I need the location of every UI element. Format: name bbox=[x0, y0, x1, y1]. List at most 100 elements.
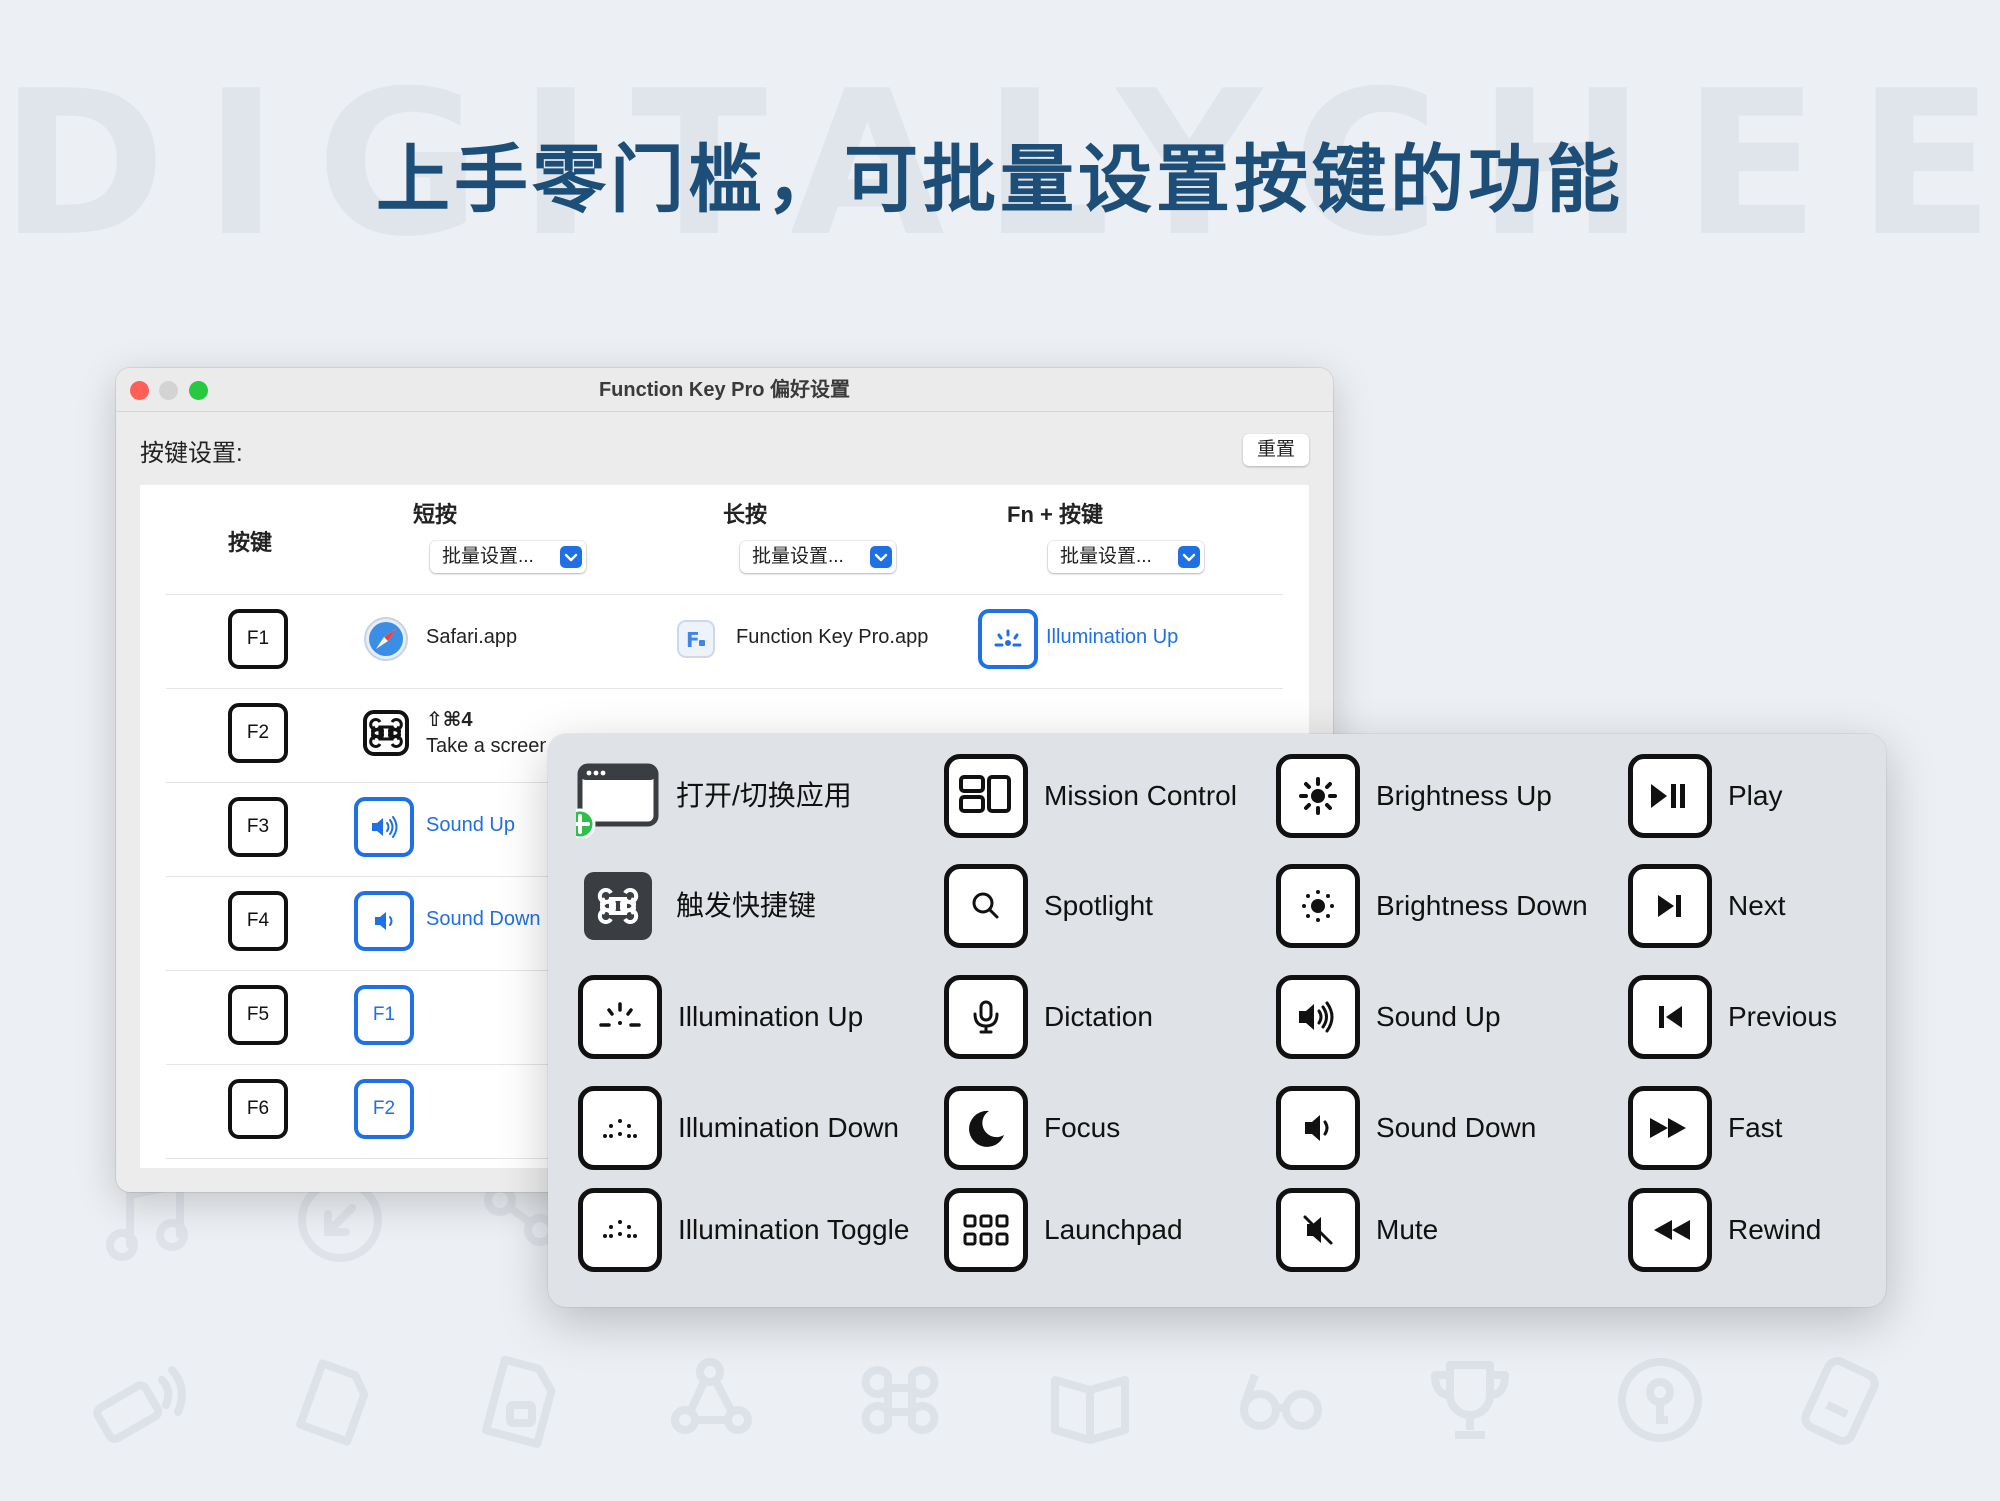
section-label: 按键设置: bbox=[140, 440, 243, 467]
short-press-value[interactable]: Sound Up bbox=[426, 814, 515, 836]
batch-select-long[interactable]: 批量设置... bbox=[740, 541, 896, 573]
action-previous[interactable]: Previous bbox=[1628, 975, 1868, 1059]
zoom-button[interactable] bbox=[189, 381, 208, 400]
action-label: Mission Control bbox=[1044, 780, 1237, 811]
action-label: Illumination Toggle bbox=[678, 1214, 910, 1245]
drive-icon bbox=[1790, 1350, 1890, 1450]
action-label: 打开/切换应用 bbox=[676, 780, 852, 811]
rewind-icon bbox=[1628, 1188, 1712, 1272]
function-key-pro-app-icon: F bbox=[672, 615, 720, 663]
chevron-down-icon bbox=[560, 546, 582, 568]
background-decoration-top bbox=[90, 1170, 590, 1262]
column-header-short: 短按 bbox=[412, 502, 457, 527]
action-label: Sound Up bbox=[1376, 1001, 1501, 1032]
short-press-key-value[interactable]: F2 bbox=[354, 1079, 414, 1139]
brand-watermark: DIGITALYCHEE bbox=[0, 55, 2000, 275]
sound-down-icon bbox=[1276, 1086, 1360, 1170]
brightness-down-icon bbox=[1276, 864, 1360, 948]
action-label: Spotlight bbox=[1044, 890, 1153, 921]
minimize-button[interactable] bbox=[159, 381, 178, 400]
row-divider bbox=[166, 688, 1283, 689]
action-sound-down[interactable]: Sound Down bbox=[1276, 1086, 1576, 1170]
svg-text:F: F bbox=[686, 628, 700, 652]
key-f4[interactable]: F4 bbox=[228, 891, 288, 951]
action-brightness-up[interactable]: Brightness Up bbox=[1276, 754, 1596, 838]
action-fast[interactable]: Fast bbox=[1628, 1086, 1848, 1170]
lock-document-icon bbox=[470, 1350, 570, 1450]
illumination-up-icon bbox=[578, 975, 662, 1059]
action-trigger-shortcut[interactable]: 触发快捷键 bbox=[576, 864, 906, 948]
key-f3[interactable]: F3 bbox=[228, 797, 288, 857]
command-icon bbox=[584, 872, 652, 940]
column-header-key: 按键 bbox=[227, 530, 272, 555]
action-label: Previous bbox=[1728, 1001, 1837, 1032]
action-label: Brightness Down bbox=[1376, 890, 1588, 921]
action-label: Fast bbox=[1728, 1112, 1783, 1143]
play-pause-icon bbox=[1628, 754, 1712, 838]
key-f1[interactable]: F1 bbox=[228, 609, 288, 669]
action-next[interactable]: Next bbox=[1628, 864, 1848, 948]
action-mission-control[interactable]: Mission Control bbox=[944, 754, 1244, 838]
sound-up-icon bbox=[1276, 975, 1360, 1059]
fn-value[interactable]: Illumination Up bbox=[1046, 626, 1179, 648]
short-press-value[interactable]: Sound Down bbox=[426, 908, 541, 930]
next-icon bbox=[1628, 864, 1712, 948]
action-spotlight[interactable]: Spotlight bbox=[944, 864, 1244, 948]
page-headline: 上手零门槛，可批量设置按键的功能 bbox=[376, 137, 1624, 223]
batch-select-label: 批量设置... bbox=[752, 546, 844, 567]
previous-icon bbox=[1628, 975, 1712, 1059]
action-illumination-down[interactable]: Illumination Down bbox=[578, 1086, 908, 1170]
sound-up-icon bbox=[354, 797, 414, 857]
long-press-value[interactable]: Function Key Pro.app bbox=[736, 626, 929, 648]
fast-forward-icon bbox=[1628, 1086, 1712, 1170]
action-label: Rewind bbox=[1728, 1214, 1822, 1245]
reset-button[interactable]: 重置 bbox=[1243, 434, 1309, 466]
command-icon bbox=[362, 709, 410, 757]
short-press-value[interactable]: Take a screen bbox=[426, 735, 546, 757]
short-press-value[interactable]: Safari.app bbox=[426, 626, 518, 648]
mute-icon bbox=[1276, 1188, 1360, 1272]
short-press-key-value[interactable]: F1 bbox=[354, 985, 414, 1045]
shortcut-keys: ⇧⌘4 bbox=[426, 709, 473, 731]
action-illumination-toggle[interactable]: Illumination Toggle bbox=[578, 1188, 928, 1272]
title-bar: Function Key Pro 偏好设置 bbox=[116, 368, 1333, 412]
microphone-icon bbox=[944, 975, 1028, 1059]
illumination-down-icon bbox=[578, 1086, 662, 1170]
batch-select-label: 批量设置... bbox=[442, 546, 534, 567]
action-mute[interactable]: Mute bbox=[1276, 1188, 1576, 1272]
mission-control-icon bbox=[944, 754, 1028, 838]
key-circle-icon bbox=[1610, 1350, 1710, 1450]
moon-icon bbox=[944, 1086, 1028, 1170]
action-dictation[interactable]: Dictation bbox=[944, 975, 1244, 1059]
batch-select-fn[interactable]: 批量设置... bbox=[1048, 541, 1204, 573]
key-f6[interactable]: F6 bbox=[228, 1079, 288, 1139]
batch-select-label: 批量设置... bbox=[1060, 546, 1152, 567]
action-sound-up[interactable]: Sound Up bbox=[1276, 975, 1576, 1059]
action-label: Sound Down bbox=[1376, 1112, 1537, 1143]
action-launchpad[interactable]: Launchpad bbox=[944, 1188, 1244, 1272]
action-label: Play bbox=[1728, 780, 1783, 811]
action-brightness-down[interactable]: Brightness Down bbox=[1276, 864, 1606, 948]
safari-icon bbox=[362, 615, 410, 663]
chevron-down-icon bbox=[870, 546, 892, 568]
action-label: Mute bbox=[1376, 1214, 1439, 1245]
action-illumination-up[interactable]: Illumination Up bbox=[578, 975, 908, 1059]
action-label: Launchpad bbox=[1044, 1214, 1183, 1245]
column-header-fn: Fn + 按键 bbox=[1007, 502, 1103, 527]
key-f5[interactable]: F5 bbox=[228, 985, 288, 1045]
search-icon bbox=[944, 864, 1028, 948]
action-label: 触发快捷键 bbox=[676, 890, 817, 921]
key-f2[interactable]: F2 bbox=[228, 703, 288, 763]
action-play[interactable]: Play bbox=[1628, 754, 1848, 838]
launchpad-icon bbox=[944, 1188, 1028, 1272]
action-focus[interactable]: Focus bbox=[944, 1086, 1244, 1170]
action-open-app[interactable]: 打开/切换应用 bbox=[576, 754, 906, 838]
chevron-down-icon bbox=[1178, 546, 1200, 568]
background-decoration-bottom bbox=[90, 1350, 1910, 1480]
action-label: Illumination Down bbox=[678, 1112, 899, 1143]
batch-select-short[interactable]: 批量设置... bbox=[430, 541, 586, 573]
trophy-icon bbox=[1420, 1350, 1520, 1450]
sound-down-icon bbox=[354, 891, 414, 951]
close-button[interactable] bbox=[130, 381, 149, 400]
action-rewind[interactable]: Rewind bbox=[1628, 1188, 1848, 1272]
